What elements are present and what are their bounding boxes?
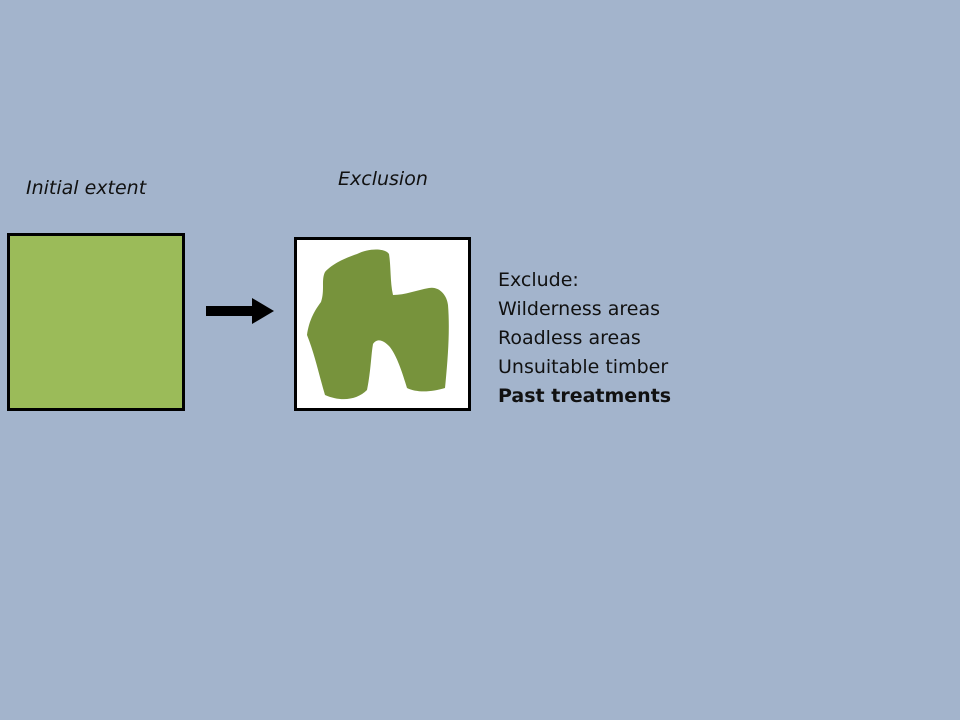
exclude-heading: Exclude:: [498, 269, 579, 291]
exclude-item-past-treatments: Past treatments: [498, 385, 672, 407]
right-arrow-icon: [205, 296, 275, 326]
exclusion-box: [294, 237, 471, 411]
exclude-list: Exclude: Wilderness areas Roadless areas…: [498, 266, 671, 411]
remaining-area-shape: [307, 249, 449, 400]
initial-extent-label: Initial extent: [26, 177, 147, 199]
initial-extent-box: [7, 233, 185, 411]
exclusion-label: Exclusion: [338, 168, 428, 190]
exclude-item-roadless: Roadless areas: [498, 327, 641, 349]
exclude-item-wilderness: Wilderness areas: [498, 298, 660, 320]
exclude-item-unsuitable-timber: Unsuitable timber: [498, 356, 669, 378]
